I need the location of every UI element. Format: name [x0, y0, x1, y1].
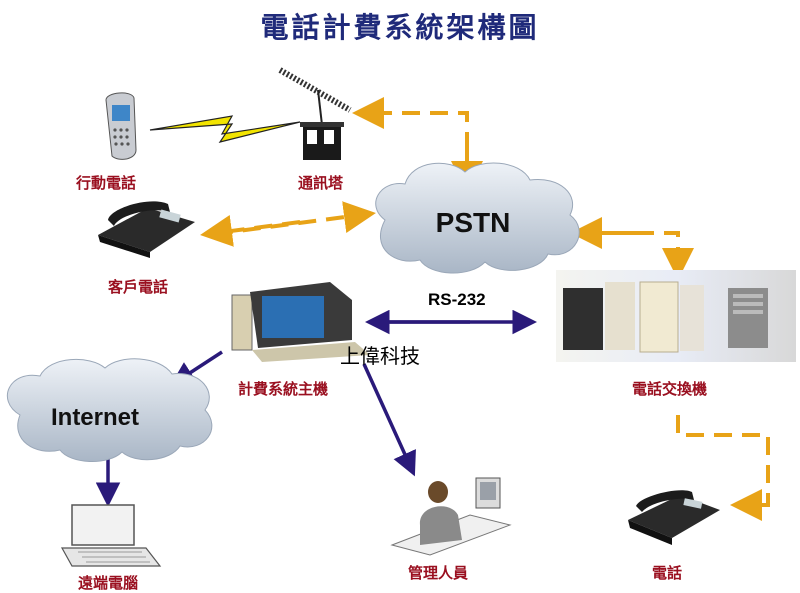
customer-to-pstn-arrow [214, 201, 376, 236]
pbx-to-phone-arrow [676, 415, 770, 521]
mobile-phone-icon [105, 92, 137, 160]
dashed-connections [200, 97, 770, 521]
internet-label: Internet [51, 404, 139, 431]
pstn-to-pbx-arrow [580, 231, 694, 280]
telephone-icon [628, 490, 720, 545]
remote-pc-label: 遠端電腦 [78, 574, 139, 592]
desk-phone-icon [98, 201, 195, 258]
manager-label: 管理人員 [408, 564, 469, 582]
company-name: 上偉科技 [340, 344, 420, 368]
pstn-to-tower-arrow [352, 97, 469, 178]
host-label: 計費系統主機 [238, 380, 329, 398]
rs232-label: RS-232 [428, 290, 486, 309]
page-title: 電話計費系統架構圖 [260, 11, 540, 44]
laptop-icon [60, 504, 162, 567]
phone-label: 電話 [652, 564, 683, 582]
computer-icon [231, 282, 370, 362]
manager-icon [390, 477, 512, 556]
pbx-label: 電話交換機 [632, 380, 708, 398]
pstn-cloud: PSTN [375, 162, 580, 274]
internet-cloud: Internet [7, 358, 213, 463]
wireless-link-icon [149, 115, 301, 143]
pstn-to-customer-arrow [200, 215, 301, 247]
host-to-manager-arrow [362, 363, 416, 477]
pstn-label: PSTN [436, 207, 511, 238]
mobile-phone-label: 行動電話 [76, 174, 137, 192]
customer-phone-label: 客戶電話 [108, 278, 169, 296]
tower-label: 通訊塔 [298, 174, 344, 192]
pbx-icon [556, 270, 796, 362]
tower-icon [278, 67, 352, 160]
